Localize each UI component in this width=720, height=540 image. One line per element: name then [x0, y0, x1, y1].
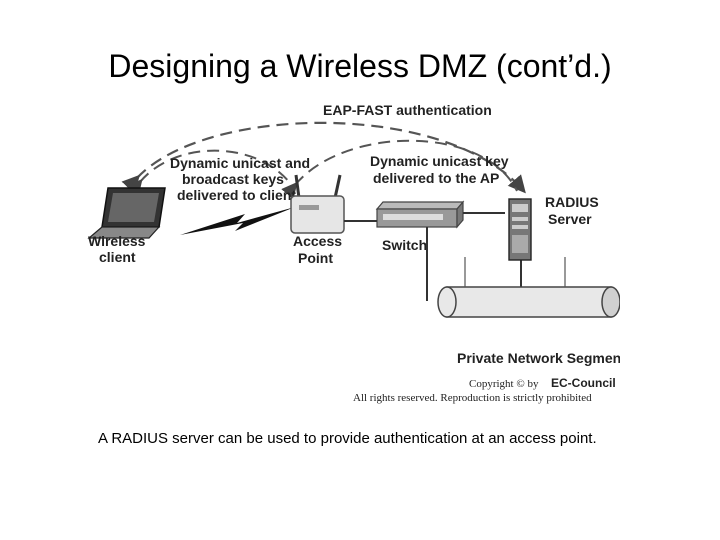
copyright-prefix: Copyright © by	[469, 378, 539, 390]
access-point-label-1: Access	[293, 233, 342, 249]
slide-title: Designing a Wireless DMZ (cont’d.)	[108, 48, 612, 84]
switch-label: Switch	[382, 237, 427, 253]
server-icon	[508, 198, 532, 261]
left-arc-label-2: broadcast keys	[182, 171, 284, 187]
wireless-client-label-1: Wireless	[88, 233, 146, 249]
slide-caption: A RADIUS server can be used to provide a…	[98, 430, 597, 447]
wireless-client-label-2: client	[99, 249, 136, 265]
copyright-brand: EC-Council	[551, 376, 616, 390]
network-diagram: EAP-FAST authentication Dynamic unicast …	[85, 95, 626, 410]
copyright-rights: All rights reserved. Reproduction is str…	[353, 392, 592, 404]
left-arc-label-1: Dynamic unicast and	[170, 155, 310, 171]
eap-fast-label: EAP-FAST authentication	[323, 102, 492, 118]
network-segment-icon	[437, 257, 621, 318]
network-segment-label: Private Network Segment	[457, 350, 620, 366]
switch-icon	[375, 200, 465, 229]
diagram-canvas: EAP-FAST authentication Dynamic unicast …	[87, 102, 626, 404]
client-key-arc	[126, 149, 291, 197]
right-arc-label-1: Dynamic unicast key	[370, 153, 509, 169]
access-point-label-2: Point	[298, 250, 333, 266]
laptop-icon	[87, 187, 166, 239]
radius-label-2: Server	[548, 211, 592, 227]
eap-fast-arc	[121, 121, 526, 194]
left-arc-label-3: delivered to client	[177, 187, 296, 203]
access-point-icon	[290, 174, 345, 234]
radius-label-1: RADIUS	[545, 194, 599, 210]
right-arc-label-2: delivered to the AP	[373, 170, 499, 186]
wireless-link-icon	[180, 207, 295, 235]
